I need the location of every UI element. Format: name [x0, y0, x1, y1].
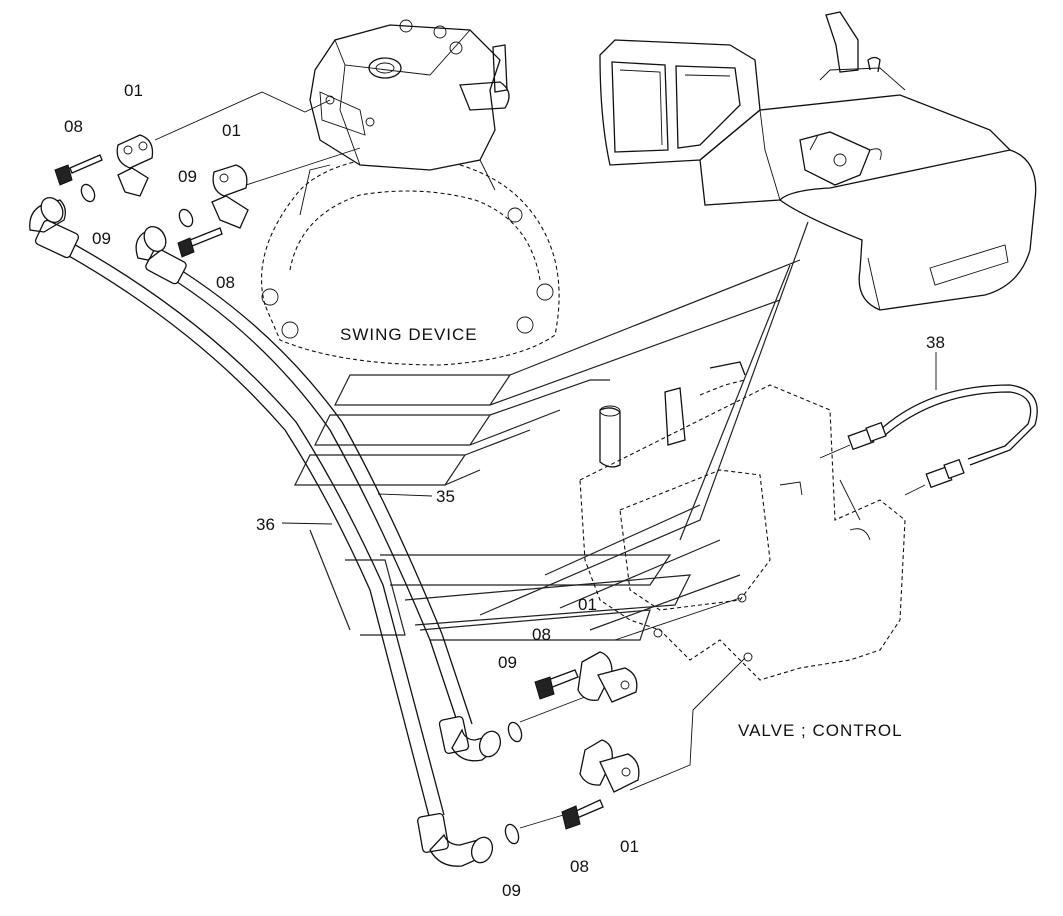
callout-35: 35: [436, 487, 455, 506]
swing-side-fittings: [54, 134, 249, 258]
hose-38: [819, 384, 1038, 496]
swing-device-illustration: [261, 19, 560, 366]
callout-01: 01: [124, 81, 143, 100]
control-valve-illustration: [579, 361, 906, 681]
callout-01: 01: [620, 837, 639, 856]
callout-leaders: [281, 352, 937, 525]
location-guide-lines: [294, 221, 809, 641]
callout-36: 36: [256, 515, 275, 534]
callout-09: 09: [92, 229, 111, 248]
callout-09: 09: [502, 881, 521, 900]
swing-device-label: SWING DEVICE: [340, 325, 478, 344]
callout-01: 01: [578, 595, 597, 614]
callout-38: 38: [926, 333, 945, 352]
control-valve-label: VALVE ; CONTROL: [738, 721, 903, 740]
callout-08: 08: [532, 625, 551, 644]
swing-leader-lines: [154, 91, 361, 187]
excavator-illustration: [599, 11, 1037, 311]
callout-08: 08: [64, 117, 83, 136]
callout-08: 08: [570, 857, 589, 876]
hoses-35-36: [29, 197, 502, 867]
valve-leader-lines: [519, 597, 746, 829]
valve-side-fittings: [504, 651, 640, 845]
callout-01: 01: [222, 121, 241, 140]
callout-09: 09: [498, 653, 517, 672]
callout-08: 08: [216, 273, 235, 292]
callout-09: 09: [178, 167, 197, 186]
